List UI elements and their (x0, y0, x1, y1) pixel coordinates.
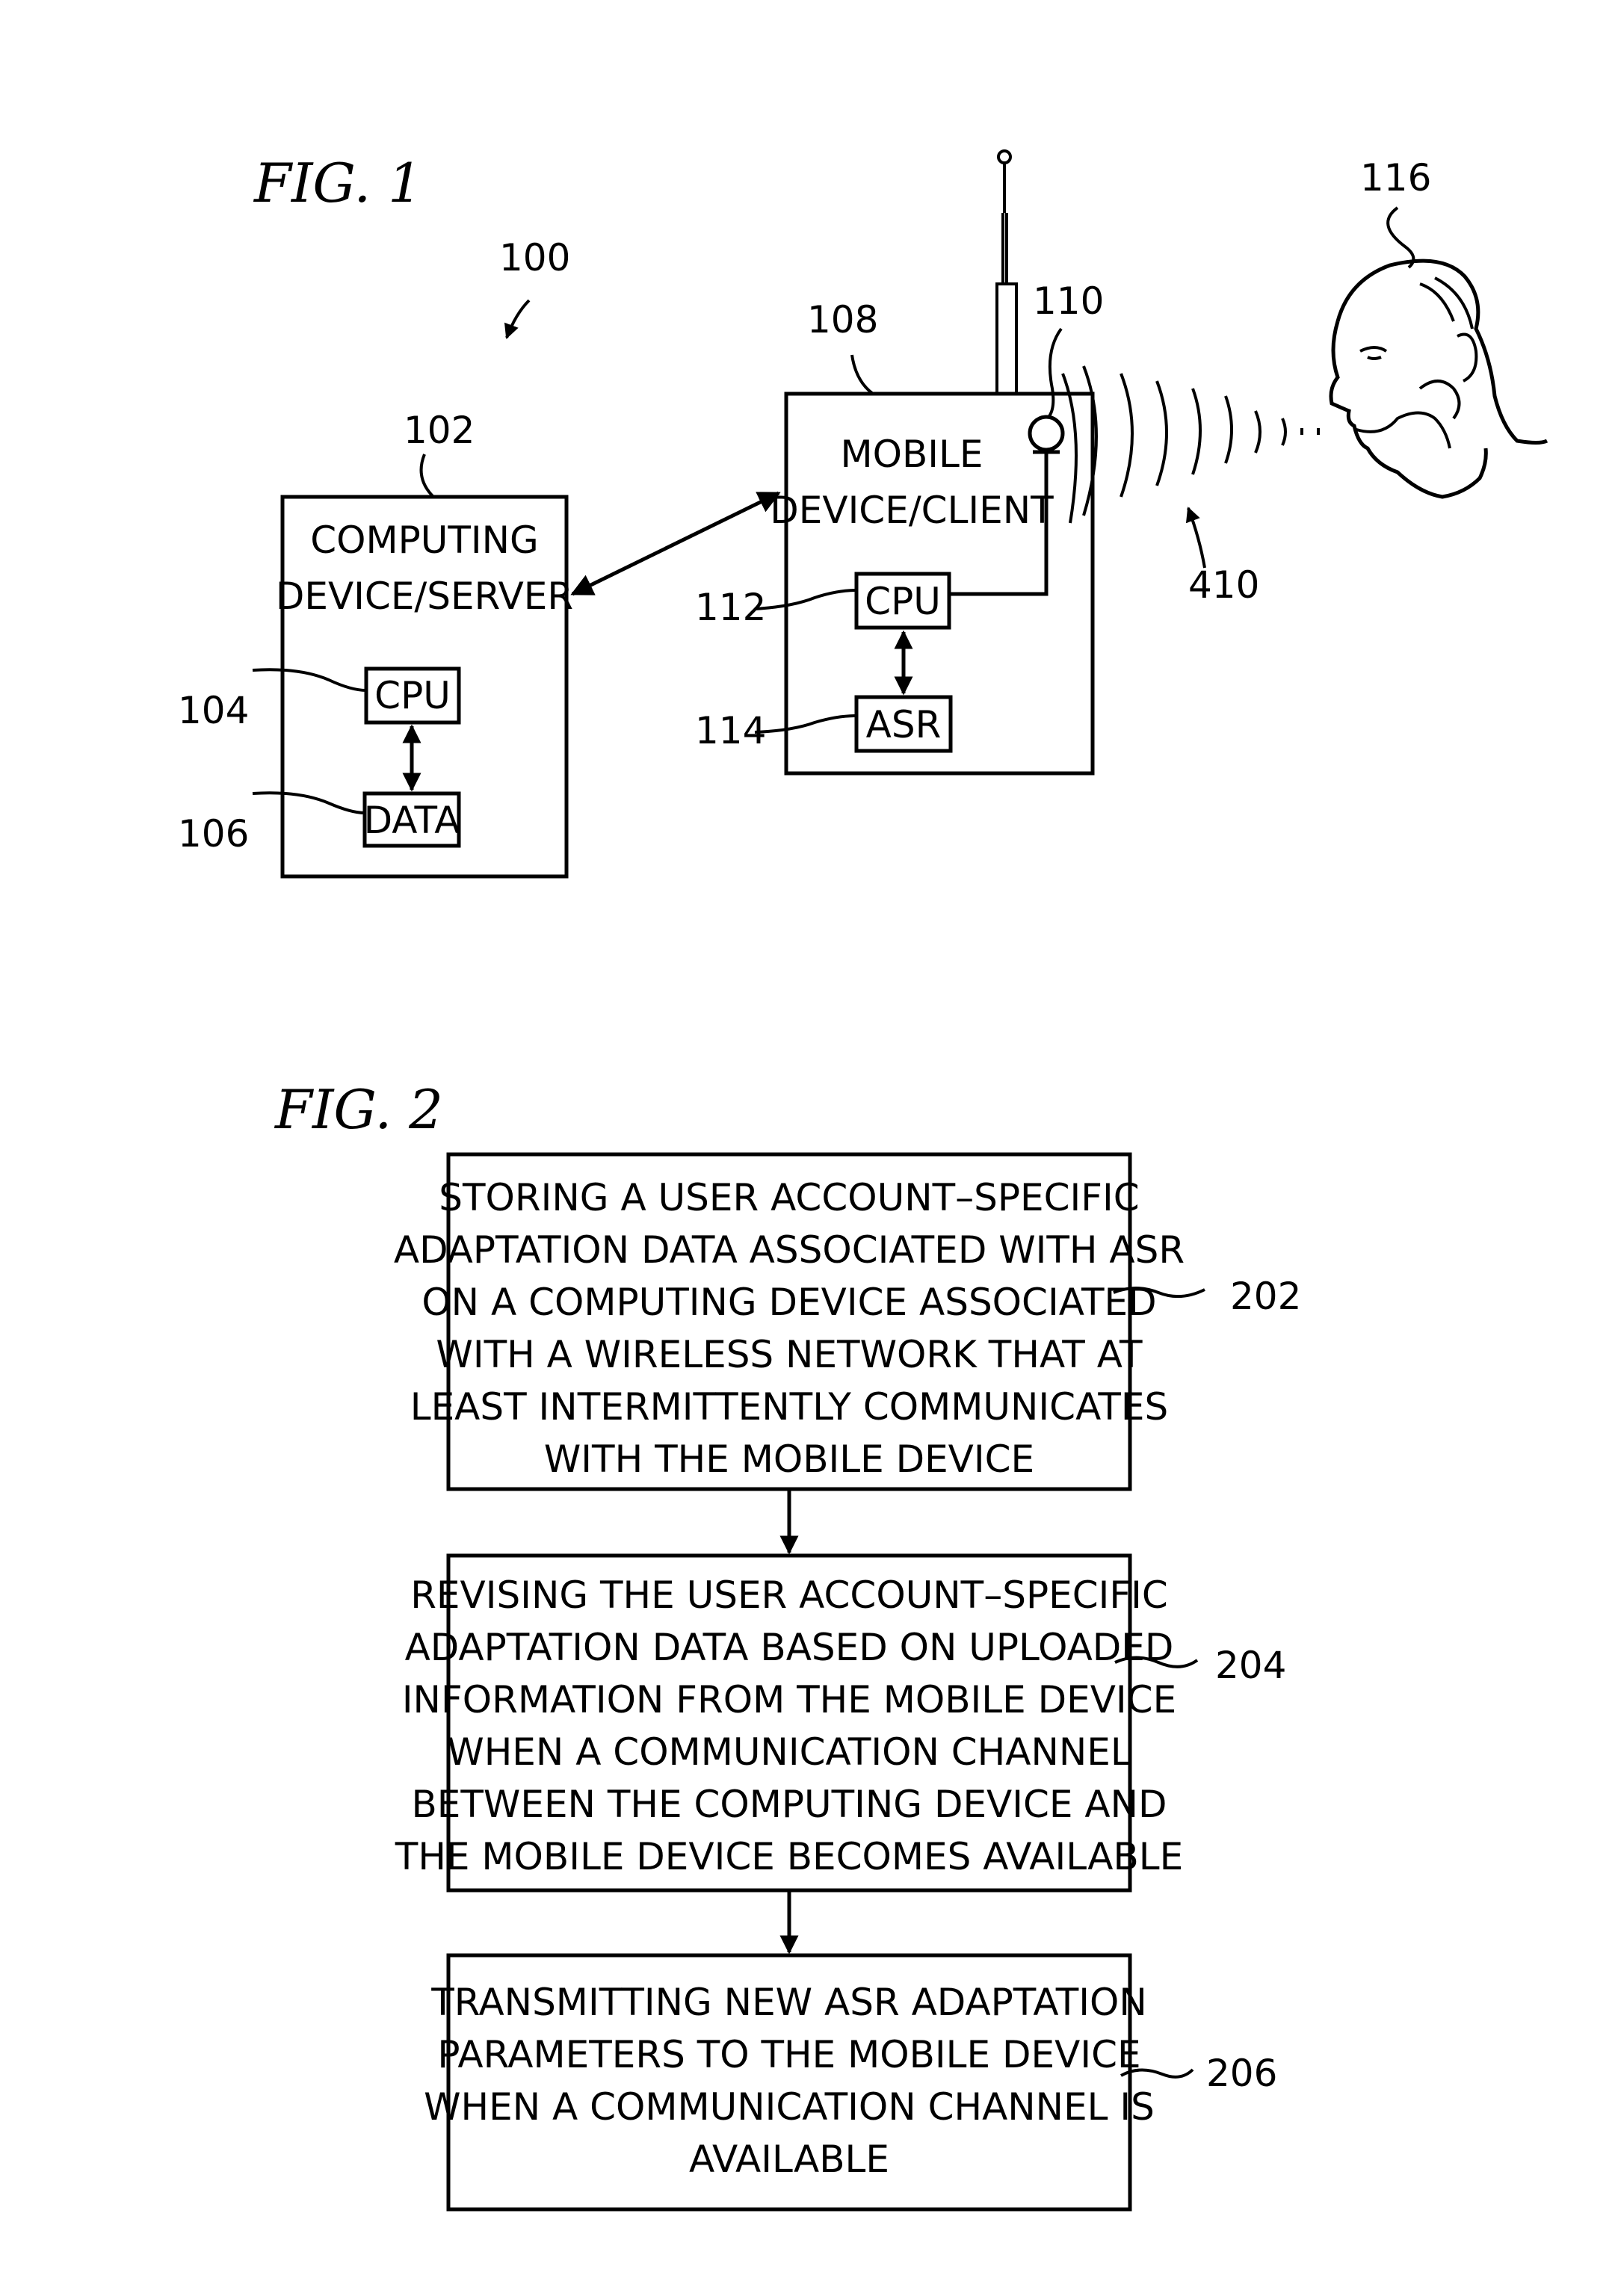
speech-wave-arc (1282, 418, 1285, 445)
mobile-label-line2: DEVICE/CLIENT (770, 489, 1054, 532)
step-text-line: WHEN A COMMUNICATION CHANNEL IS (424, 2085, 1155, 2129)
speech-wave-arc (1063, 374, 1076, 523)
mobile-label-line1: MOBILE (841, 433, 983, 476)
step-text-line: REVISING THE USER ACCOUNT–SPECIFIC (410, 1574, 1168, 1617)
step-text-line: ON A COMPUTING DEVICE ASSOCIATED (421, 1281, 1156, 1324)
speech-wave-arc (1226, 396, 1232, 463)
ref-100-leader (507, 300, 529, 338)
computing-device-server: 102 COMPUTING DEVICE/SERVER CPU DATA 104… (178, 409, 573, 876)
ref-112-leader (755, 590, 856, 609)
ref-102-leader (421, 454, 433, 497)
step-text-line: STORING A USER ACCOUNT–SPECIFIC (439, 1176, 1139, 1219)
step-text-line: LEAST INTERMITTENTLY COMMUNICATES (410, 1385, 1169, 1429)
mobile-cpu-label: CPU (865, 580, 941, 623)
step-text-line: WITH THE MOBILE DEVICE (544, 1438, 1034, 1481)
ref-204-label: 204 (1215, 1644, 1286, 1687)
ref-106-leader (253, 793, 365, 813)
server-data-label: DATA (364, 799, 460, 842)
ref-102-label: 102 (404, 409, 475, 452)
ref-202-label: 202 (1230, 1275, 1301, 1318)
ref-108-leader (852, 355, 873, 394)
ref-410-leader (1188, 508, 1205, 568)
figure-1: FIG. 1 100 102 COMPUTING DEVICE/SERVER C… (178, 151, 1547, 876)
ref-116-label: 116 (1360, 156, 1431, 199)
user-head-icon (1331, 261, 1547, 497)
ref-108-label: 108 (807, 298, 878, 341)
microphone-icon (1030, 417, 1063, 452)
step-text-line: WHEN A COMMUNICATION CHANNEL (447, 1730, 1131, 1774)
speech-wave-arc (1256, 411, 1260, 453)
step-text-line: TRANSMITTING NEW ASR ADAPTATION (430, 1981, 1147, 2024)
step-text-line: BETWEEN THE COMPUTING DEVICE AND (411, 1783, 1167, 1826)
ref-206-label: 206 (1206, 2052, 1277, 2095)
ref-106-label: 106 (178, 812, 249, 855)
mobile-device-client: 108 110 MOBILE DEVICE/CLIENT CPU (695, 151, 1104, 773)
ref-104-label: 104 (178, 689, 249, 732)
step-text-line: THE MOBILE DEVICE BECOMES AVAILABLE (395, 1835, 1183, 1878)
speech-wave-arc (1157, 381, 1167, 486)
step-text-line: PARAMETERS TO THE MOBILE DEVICE (437, 2033, 1140, 2076)
antenna-icon (997, 151, 1016, 394)
mobile-asr-label: ASR (866, 703, 942, 746)
figure-2-title: FIG. 2 (274, 1078, 443, 1141)
figure-1-title: FIG. 1 (253, 152, 422, 214)
ref-100-label: 100 (499, 236, 570, 279)
server-label-line2: DEVICE/SERVER (276, 575, 573, 618)
step-text-line: WITH A WIRELESS NETWORK THAT AT (436, 1333, 1143, 1376)
ref-104-leader (253, 669, 366, 690)
ref-110-label: 110 (1033, 279, 1104, 323)
speech-wave-arc (1121, 374, 1132, 497)
server-label-line1: COMPUTING (310, 519, 539, 562)
step-text-line: AVAILABLE (689, 2138, 889, 2181)
step-text-line: INFORMATION FROM THE MOBILE DEVICE (402, 1678, 1176, 1721)
speech-waves (1063, 366, 1318, 523)
server-cpu-label: CPU (374, 674, 451, 717)
flow-step-204: REVISING THE USER ACCOUNT–SPECIFIC ADAPT… (395, 1556, 1287, 1890)
figure-2: FIG. 2 STORING A USER ACCOUNT–SPECIFIC A… (274, 1078, 1301, 2209)
step-text-line: ADAPTATION DATA ASSOCIATED WITH ASR (394, 1228, 1185, 1272)
flow-step-202: STORING A USER ACCOUNT–SPECIFIC ADAPTATI… (394, 1154, 1302, 1489)
server-mobile-link (572, 493, 779, 594)
ref-110-leader (1049, 329, 1061, 416)
speech-wave-arc (1193, 389, 1200, 474)
flow-step-206: TRANSMITTING NEW ASR ADAPTATION PARAMETE… (424, 1955, 1277, 2209)
ref-410-label: 410 (1188, 563, 1259, 607)
ref-116-leader (1388, 208, 1413, 267)
step-text-line: ADAPTATION DATA BASED ON UPLOADED (405, 1626, 1174, 1669)
ref-114-leader (755, 716, 856, 732)
